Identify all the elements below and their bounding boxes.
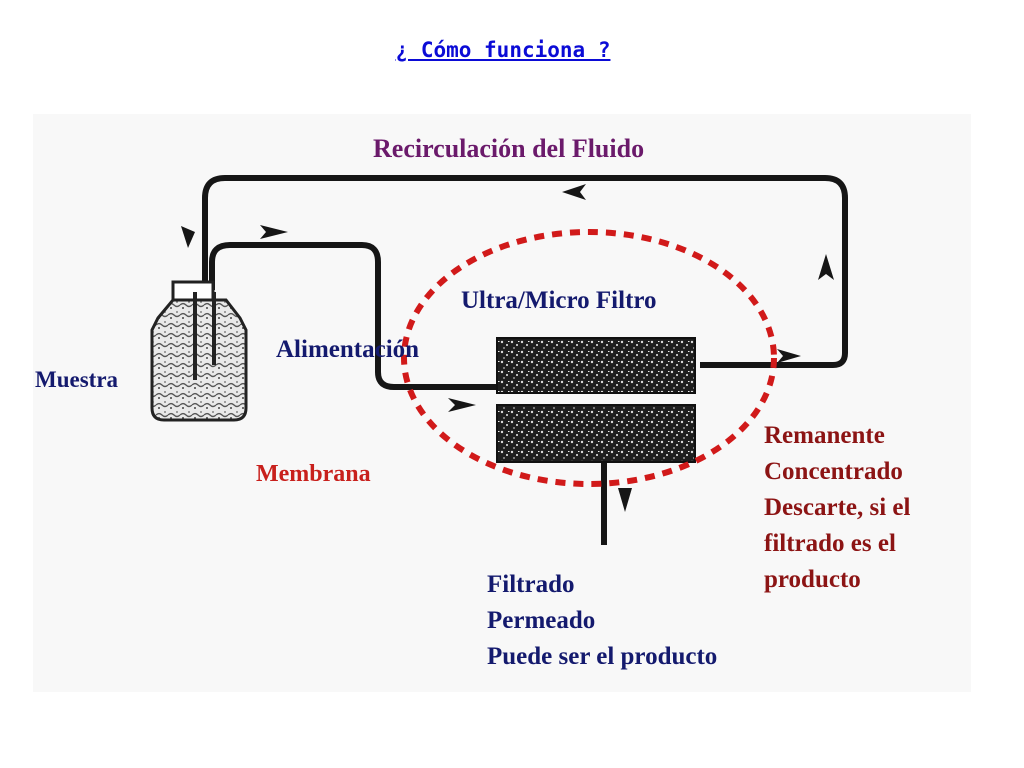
- sample-label: Muestra: [35, 367, 119, 392]
- filtrate-line: Puede ser el producto: [487, 643, 718, 670]
- filtrate-line: Filtrado: [487, 571, 575, 598]
- feed-label: Alimentación: [276, 336, 420, 363]
- retentate-line: Descarte, si el: [764, 494, 911, 521]
- retentate-line: Remanente: [764, 422, 885, 449]
- page-title: ¿ Cómo funciona ?: [395, 38, 611, 62]
- highlight-ellipse: [401, 229, 777, 487]
- filtrate-line: Permeado: [487, 607, 596, 634]
- flow-arrow-right-icon: [260, 225, 288, 239]
- retentate-line: producto: [764, 566, 861, 593]
- recirculation-pipe: [202, 175, 848, 368]
- sample-bottle: [150, 280, 248, 422]
- recirculation-label: Recirculación del Fluido: [373, 134, 645, 163]
- retentate-line: Concentrado: [764, 458, 903, 485]
- flow-arrow-left-icon: [562, 184, 586, 200]
- flow-arrow-up-icon: [818, 254, 834, 280]
- flow-arrow-down-icon: [618, 488, 632, 512]
- feed-pipe: [209, 242, 497, 390]
- filter-module: [496, 337, 696, 463]
- filter-label: Ultra/Micro Filtro: [461, 287, 657, 314]
- retentate-label: Remanente Concentrado Descarte, si el fi…: [764, 418, 910, 598]
- flow-arrow-down-icon: [181, 226, 195, 248]
- retentate-line: filtrado es el: [764, 530, 896, 557]
- flow-arrow-right-icon: [777, 349, 801, 363]
- flow-arrow-right-icon: [448, 398, 476, 412]
- filtrate-label: Filtrado Permeado Puede ser el producto: [487, 567, 717, 675]
- membrane-label: Membrana: [256, 461, 371, 487]
